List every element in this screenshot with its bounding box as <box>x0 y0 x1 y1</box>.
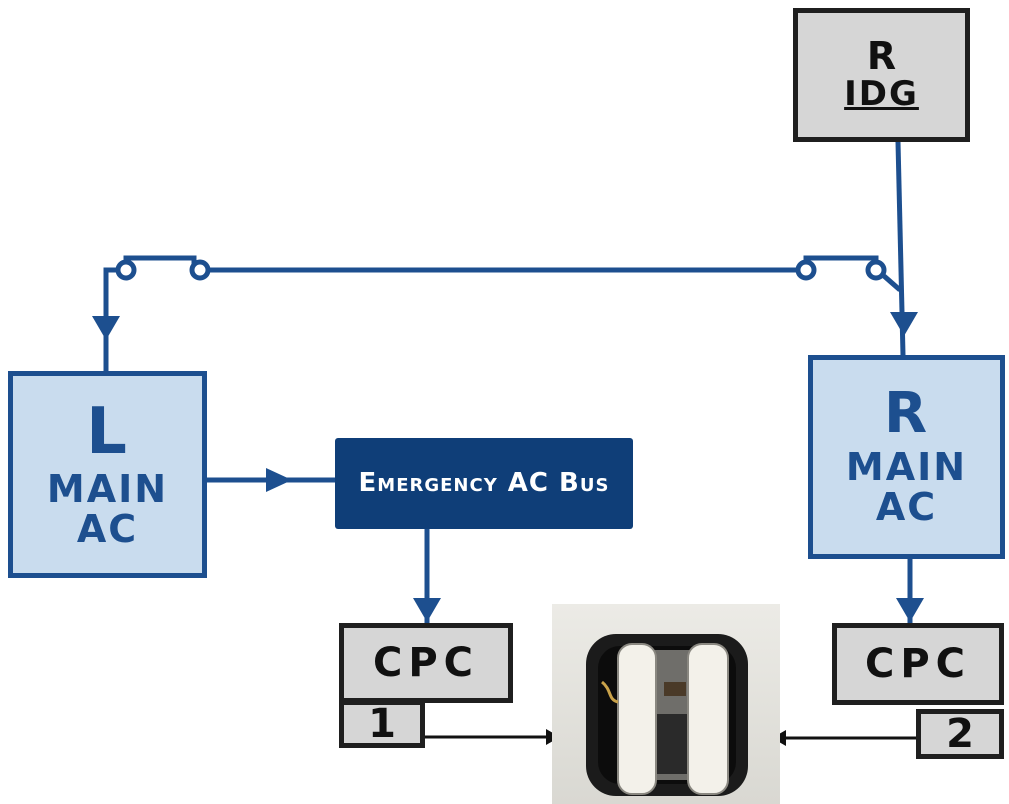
cpc-2-number-box: 2 <box>916 709 1004 759</box>
l-main-ac-box: L MAIN AC <box>8 371 207 578</box>
l-main-ac-line2: MAIN <box>46 466 169 511</box>
arrow-into-rmain <box>890 312 918 336</box>
right-breaker-contact-b <box>865 259 887 281</box>
r-main-ac-line1: R <box>883 381 930 447</box>
l-main-ac-line3: AC <box>76 506 139 551</box>
cpc-2-number: 2 <box>946 711 974 757</box>
left-breaker-contact-b <box>189 259 211 281</box>
arrow-into-cpc2 <box>896 598 924 622</box>
cpc-1-box: CPC <box>339 623 513 703</box>
l-main-ac-line1: L <box>86 394 129 469</box>
cpc-2-box: CPC <box>832 623 1004 705</box>
arrow-into-lmain <box>92 316 120 340</box>
outflow-valve-photo <box>552 604 780 804</box>
cpc-1-label: CPC <box>372 640 480 686</box>
right-breaker-contact-a <box>795 259 817 281</box>
wire-right-breaker <box>803 255 879 268</box>
cpc-1-number: 1 <box>368 701 396 747</box>
emergency-ac-bus-box: Emergency AC Bus <box>335 438 633 529</box>
emergency-ac-bus-label: Emergency AC Bus <box>358 467 610 498</box>
r-idg-line2: IDG <box>844 74 919 115</box>
r-main-ac-box: R MAIN AC <box>808 355 1005 559</box>
left-breaker-contact-a <box>115 259 137 281</box>
outflow-valve-illustration <box>586 634 748 796</box>
cpc-2-label: CPC <box>864 641 972 687</box>
cpc-1-number-box: 1 <box>339 700 425 748</box>
r-idg-box: R IDG <box>793 8 970 142</box>
wire-right-breaker-to-feed <box>882 274 902 292</box>
wire-left-breaker <box>123 255 197 268</box>
r-main-ac-line3: AC <box>875 485 938 529</box>
arrow-into-emergency-bus <box>266 468 292 492</box>
arrow-into-cpc1 <box>413 598 441 622</box>
r-main-ac-line2: MAIN <box>845 445 968 490</box>
r-idg-line1: R <box>866 34 897 79</box>
